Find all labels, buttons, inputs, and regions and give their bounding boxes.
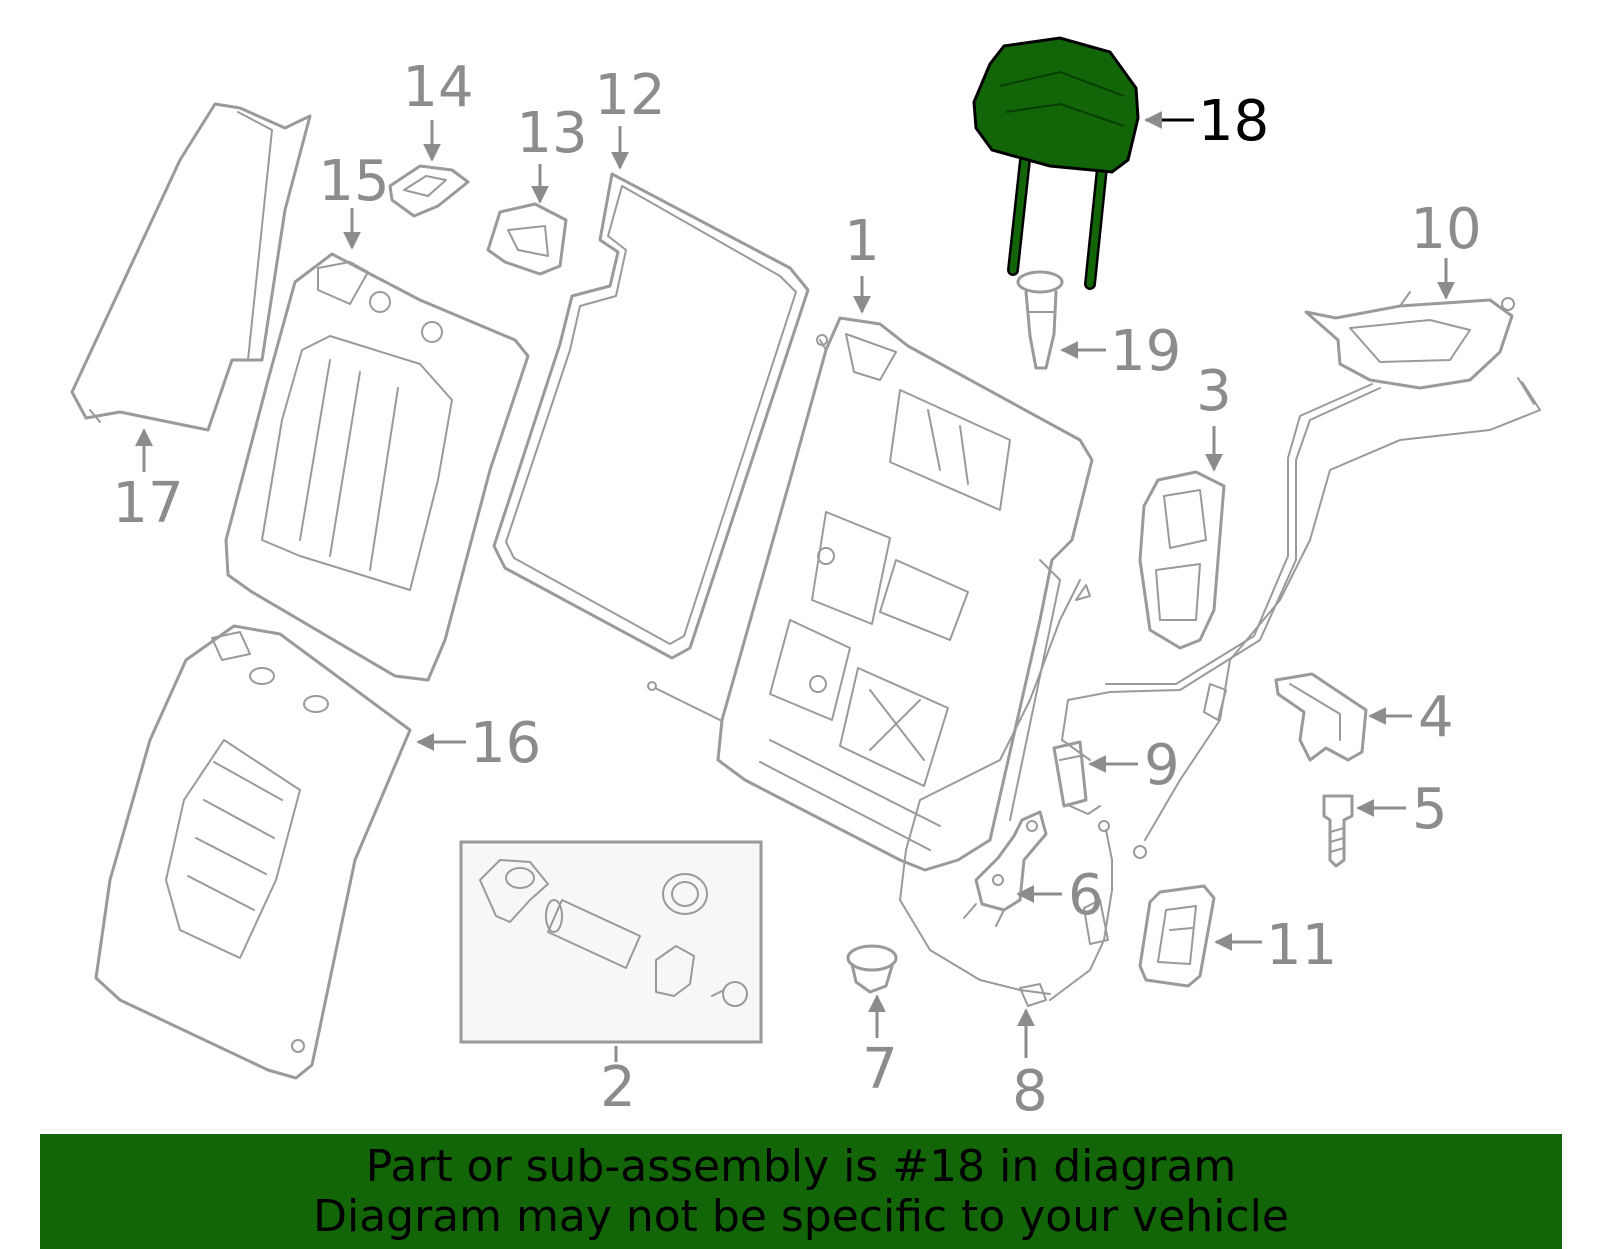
callout-9: 9 xyxy=(1144,733,1180,798)
callout-19: 19 xyxy=(1110,319,1181,384)
part-13-bracket[interactable] xyxy=(486,202,568,276)
callout-6: 6 xyxy=(1068,863,1104,928)
part-19-guide[interactable] xyxy=(1016,270,1064,370)
callout-10: 10 xyxy=(1410,197,1481,262)
callout-18: 18 xyxy=(1198,89,1269,154)
callout-labels: 1 2 3 4 5 6 7 8 9 10 11 12 13 14 15 16 1… xyxy=(112,55,1481,1124)
callout-5: 5 xyxy=(1412,777,1448,842)
part-16-cushion-cover[interactable] xyxy=(94,624,412,1080)
part-9-cable-clip[interactable] xyxy=(1052,740,1101,815)
banner-line-disclaimer: Diagram may not be specific to your vehi… xyxy=(313,1190,1289,1242)
callout-11: 11 xyxy=(1266,913,1337,978)
part-6-hinge-bracket[interactable] xyxy=(963,810,1048,927)
callout-7: 7 xyxy=(862,1037,898,1102)
part-4-trim-clip[interactable] xyxy=(1274,672,1368,762)
callout-3: 3 xyxy=(1196,359,1232,424)
leader-lines xyxy=(135,111,1455,1062)
callout-1: 1 xyxy=(844,209,880,274)
callout-4: 4 xyxy=(1418,685,1454,750)
cable-assembly[interactable] xyxy=(899,377,1541,1007)
callout-12: 12 xyxy=(594,63,665,128)
callout-16: 16 xyxy=(470,711,541,776)
part-18-headrest[interactable] xyxy=(972,36,1140,290)
callout-13: 13 xyxy=(516,101,587,166)
part-17-trim-panel[interactable] xyxy=(70,102,312,432)
callout-8: 8 xyxy=(1012,1059,1048,1124)
callout-15: 15 xyxy=(318,149,389,214)
part-10-release-mechanism[interactable] xyxy=(1304,291,1515,390)
part-7-grommet[interactable] xyxy=(846,944,898,994)
part-14-clip[interactable] xyxy=(388,164,470,218)
banner-line-part: Part or sub-assembly is #18 in diagram xyxy=(365,1140,1237,1192)
part-2-hardware-kit[interactable] xyxy=(459,840,763,1044)
part-11-bezel[interactable] xyxy=(1138,884,1216,988)
part-5-bolt[interactable] xyxy=(1322,794,1354,868)
part-1-seat-frame[interactable] xyxy=(647,316,1094,872)
callout-17: 17 xyxy=(112,471,183,536)
callout-2: 2 xyxy=(600,1055,636,1120)
parts-diagram: 1 2 3 4 5 6 7 8 9 10 11 12 13 14 15 16 1… xyxy=(70,36,1541,1124)
info-banner: Part or sub-assembly is #18 in diagram D… xyxy=(40,1134,1562,1249)
part-12-pad[interactable] xyxy=(492,172,810,660)
part-3-latch-bracket[interactable] xyxy=(1138,470,1226,650)
part-15-seat-back-cover[interactable] xyxy=(224,252,530,682)
callout-14: 14 xyxy=(402,55,473,120)
